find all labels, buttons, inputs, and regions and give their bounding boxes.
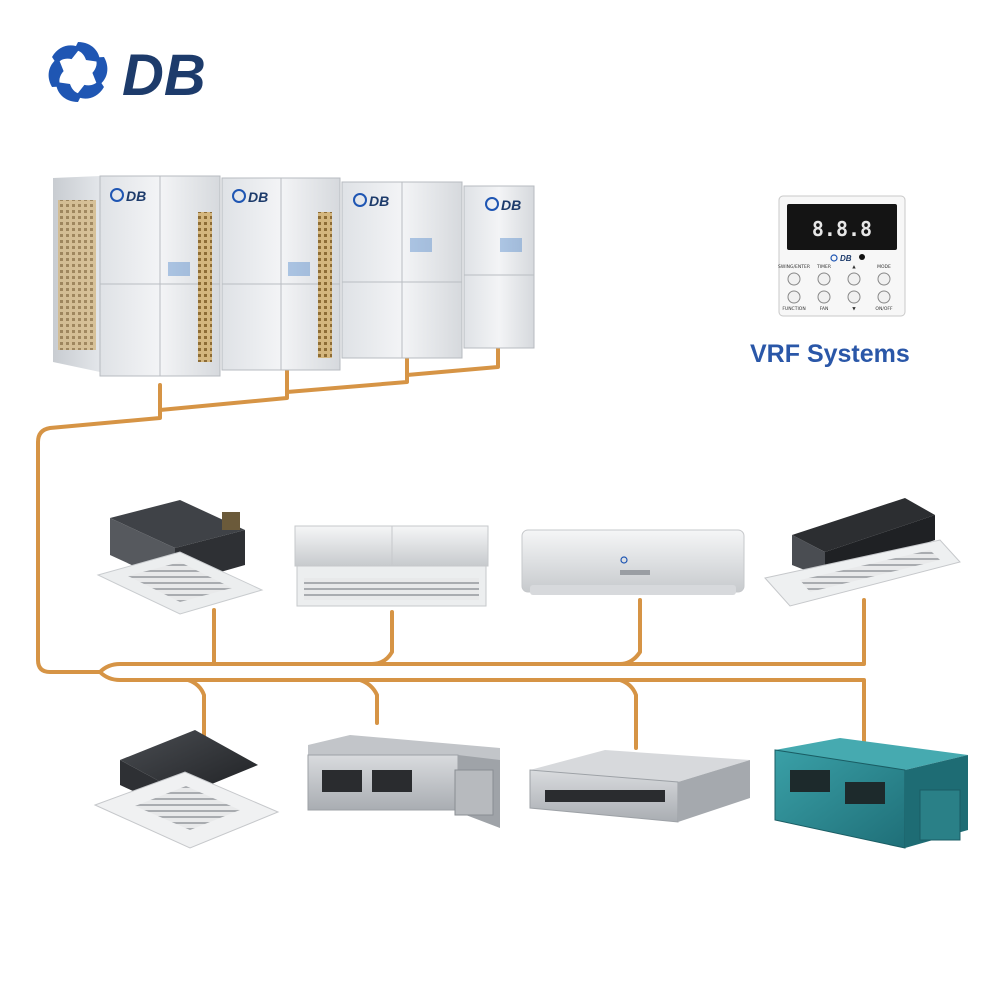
svg-text:DB: DB [501, 197, 521, 213]
wall-mounted [521, 529, 745, 595]
ceiling-floor [294, 525, 489, 607]
upper-drop-3 [618, 598, 642, 666]
controller-button-circle[interactable] [787, 272, 801, 286]
controller-button-7[interactable]: ON/OFF [875, 290, 893, 312]
db-badge: DB [110, 188, 146, 204]
db-badge: DB [232, 189, 268, 205]
outdoor-branch-3 [285, 351, 409, 394]
display-readout: 8.8.8 [812, 217, 872, 241]
controller-button-2[interactable]: ▲ [847, 265, 861, 286]
indoor-units-bottom [93, 730, 968, 849]
controller-button-circle[interactable] [847, 290, 861, 304]
db-badge: DB [485, 197, 521, 213]
duct-medium [307, 735, 500, 828]
cassette-1way [764, 498, 961, 607]
upper-drop-2 [370, 610, 394, 666]
duct-high-static [774, 738, 968, 849]
outdoor-branch-4 [405, 341, 500, 377]
controller-button-circle[interactable] [847, 272, 861, 286]
outdoor-unit-4: DB [463, 185, 535, 349]
cassette-4way [96, 500, 264, 615]
controller-button-label: ▲ [852, 265, 856, 270]
controller-button-5[interactable]: FAN [817, 290, 831, 312]
controller-button-circle[interactable] [877, 272, 891, 286]
db-logo: DB [48, 42, 206, 108]
logo-text: DB [122, 43, 206, 108]
lower-main-pipe [98, 670, 866, 744]
lower-drop-2 [358, 678, 379, 725]
controller-buttons: SWING/ENTER TIMER ▲ MODE FUNCTION FAN ▼ ON/OFF [778, 264, 893, 312]
duct-slim [529, 750, 750, 823]
lower-drop-3 [618, 678, 638, 750]
controller-button-circle[interactable] [817, 272, 831, 286]
indoor-units-top [96, 498, 961, 615]
outdoor-header-pipe [36, 383, 162, 674]
svg-text:DB: DB [248, 189, 268, 205]
controller-brand: DB [830, 254, 865, 263]
outdoor-unit-3: DB [341, 181, 463, 359]
wired-controller: 8.8.8 DB SWING/ENTER TIMER ▲ MODE FUNCTION FA… [778, 195, 906, 317]
controller-button-3[interactable]: MODE [877, 264, 891, 286]
svg-text:DB: DB [369, 193, 389, 209]
svg-text:DB: DB [126, 188, 146, 204]
controller-button-0[interactable]: SWING/ENTER [778, 264, 810, 286]
controller-button-1[interactable]: TIMER [816, 264, 831, 286]
refrigerant-pipes [36, 341, 866, 750]
controller-display [787, 204, 897, 250]
upper-main-pipe [98, 598, 866, 674]
diagram-title: VRF Systems [750, 340, 910, 368]
controller-button-label: FAN [820, 306, 829, 312]
controller-button-label: ON/OFF [875, 306, 893, 312]
controller-button-circle[interactable] [877, 290, 891, 304]
svg-text:DB: DB [840, 254, 852, 263]
db-badge: DB [353, 193, 389, 209]
controller-button-label: SWING/ENTER [778, 264, 810, 270]
fan-swirl-icon [48, 42, 108, 102]
controller-button-label: ▼ [852, 307, 856, 312]
controller-button-circle[interactable] [787, 290, 801, 304]
outdoor-units: DB DB DB [53, 175, 535, 377]
lower-drop-1 [186, 678, 206, 739]
controller-button-label: MODE [877, 264, 891, 270]
controller-button-label: FUNCTION [782, 306, 805, 312]
outdoor-branch-2 [158, 360, 289, 412]
controller-button-6[interactable]: ▼ [847, 290, 861, 312]
outdoor-unit-1: DB [53, 175, 221, 377]
outdoor-unit-2: DB [221, 177, 341, 371]
controller-button-4[interactable]: FUNCTION [782, 290, 806, 312]
controller-button-circle[interactable] [817, 290, 831, 304]
cassette-compact [93, 730, 280, 849]
controller-button-label: TIMER [816, 264, 831, 270]
